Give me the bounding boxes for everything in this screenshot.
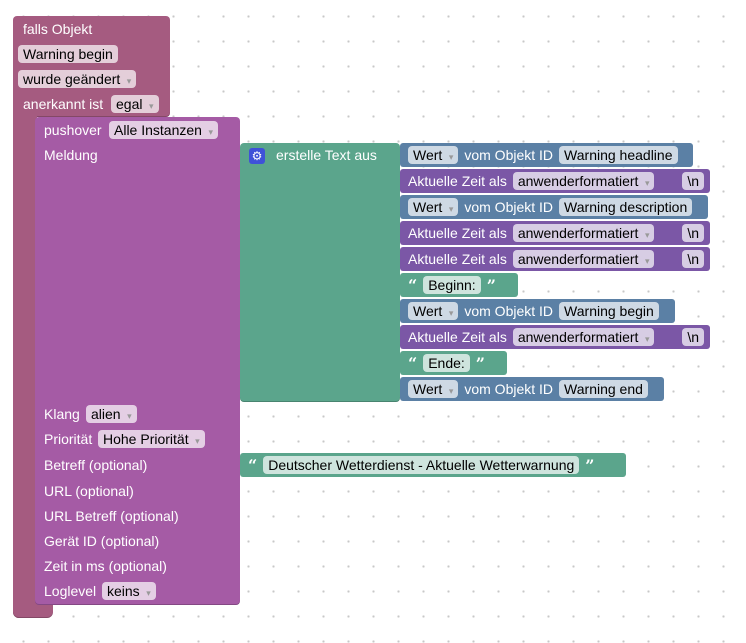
- object-id-field[interactable]: Warning description: [559, 198, 693, 216]
- newline-field[interactable]: \n: [682, 250, 704, 268]
- pushover-block[interactable]: [35, 117, 240, 605]
- event-block-bar: [13, 110, 37, 618]
- open-quote-icon: “: [408, 275, 418, 295]
- loglevel-dropdown[interactable]: keins: [102, 582, 156, 600]
- wert-dropdown[interactable]: Wert: [408, 302, 459, 320]
- close-quote-icon: ”: [486, 275, 496, 295]
- format-dropdown[interactable]: anwenderformatiert: [512, 250, 655, 268]
- vom-label: vom Objekt ID: [464, 199, 554, 215]
- object-id-field[interactable]: Warning end: [559, 380, 648, 398]
- text-field[interactable]: Beginn:: [423, 276, 481, 294]
- wert-dropdown[interactable]: Wert: [408, 146, 459, 164]
- trigger-dropdown[interactable]: wurde geändert: [18, 70, 137, 88]
- value-block-end[interactable]: Wert vom Objekt ID Warning end: [400, 377, 664, 401]
- value-block-headline[interactable]: Wert vom Objekt ID Warning headline: [400, 143, 693, 167]
- event-title: falls Objekt: [23, 21, 93, 37]
- format-dropdown[interactable]: anwenderformatiert: [512, 172, 655, 190]
- text-block-ende[interactable]: “ Ende: ”: [400, 351, 507, 375]
- klang-label: Klang: [44, 406, 80, 422]
- open-quote-icon: “: [248, 455, 258, 475]
- instance-dropdown[interactable]: Alle Instanzen: [109, 121, 218, 139]
- time-block[interactable]: Aktuelle Zeit als anwenderformatiert \n: [400, 169, 710, 193]
- text-join-block[interactable]: [240, 143, 400, 402]
- pushover-label: pushover: [44, 122, 102, 138]
- newline-field[interactable]: \n: [682, 328, 704, 346]
- join-label: erstelle Text aus: [276, 147, 377, 163]
- time-label: Aktuelle Zeit als: [408, 173, 507, 189]
- newline-field[interactable]: \n: [682, 224, 704, 242]
- open-quote-icon: “: [408, 353, 418, 373]
- newline-field[interactable]: \n: [682, 172, 704, 190]
- object-id-field[interactable]: Warning begin: [559, 302, 659, 320]
- geraet-label: Gerät ID (optional): [44, 533, 160, 549]
- meldung-label: Meldung: [44, 147, 98, 163]
- vom-label: vom Objekt ID: [464, 303, 554, 319]
- betreff-label: Betreff (optional): [44, 457, 148, 473]
- prio-label: Priorität: [44, 431, 93, 447]
- wert-dropdown[interactable]: Wert: [408, 198, 459, 216]
- value-block-begin[interactable]: Wert vom Objekt ID Warning begin: [400, 299, 675, 323]
- vom-label: vom Objekt ID: [464, 381, 554, 397]
- gear-icon[interactable]: ⚙: [249, 146, 265, 164]
- close-quote-icon: ”: [475, 353, 485, 373]
- time-label: Aktuelle Zeit als: [408, 251, 507, 267]
- object-id-field[interactable]: Warning headline: [559, 146, 678, 164]
- close-quote-icon: ”: [585, 455, 595, 475]
- time-block[interactable]: Aktuelle Zeit als anwenderformatiert \n: [400, 325, 710, 349]
- loglevel-label: Loglevel: [44, 583, 97, 599]
- wert-dropdown[interactable]: Wert: [408, 380, 459, 398]
- klang-dropdown[interactable]: alien: [86, 405, 137, 423]
- prio-dropdown[interactable]: Hohe Priorität: [98, 430, 205, 448]
- ack-label: anerkannt ist: [23, 96, 104, 112]
- subject-field[interactable]: Deutscher Wetterdienst - Aktuelle Wetter…: [263, 456, 580, 474]
- time-label: Aktuelle Zeit als: [408, 329, 507, 345]
- vom-label: vom Objekt ID: [464, 147, 554, 163]
- text-field[interactable]: Ende:: [423, 354, 470, 372]
- time-label: Aktuelle Zeit als: [408, 225, 507, 241]
- subject-text-block[interactable]: “ Deutscher Wetterdienst - Aktuelle Wette…: [240, 453, 626, 477]
- url-label: URL (optional): [44, 483, 134, 499]
- format-dropdown[interactable]: anwenderformatiert: [512, 328, 655, 346]
- value-block-description[interactable]: Wert vom Objekt ID Warning description: [400, 195, 708, 219]
- text-block-beginn[interactable]: “ Beginn: ”: [400, 273, 518, 297]
- time-block[interactable]: Aktuelle Zeit als anwenderformatiert \n: [400, 247, 710, 271]
- object-id-field[interactable]: Warning begin: [18, 45, 118, 63]
- url-betreff-label: URL Betreff (optional): [44, 508, 179, 524]
- time-block[interactable]: Aktuelle Zeit als anwenderformatiert \n: [400, 221, 710, 245]
- zeit-label: Zeit in ms (optional): [44, 558, 167, 574]
- event-block-bottom: [13, 602, 53, 618]
- format-dropdown[interactable]: anwenderformatiert: [512, 224, 655, 242]
- ack-dropdown[interactable]: egal: [111, 95, 159, 113]
